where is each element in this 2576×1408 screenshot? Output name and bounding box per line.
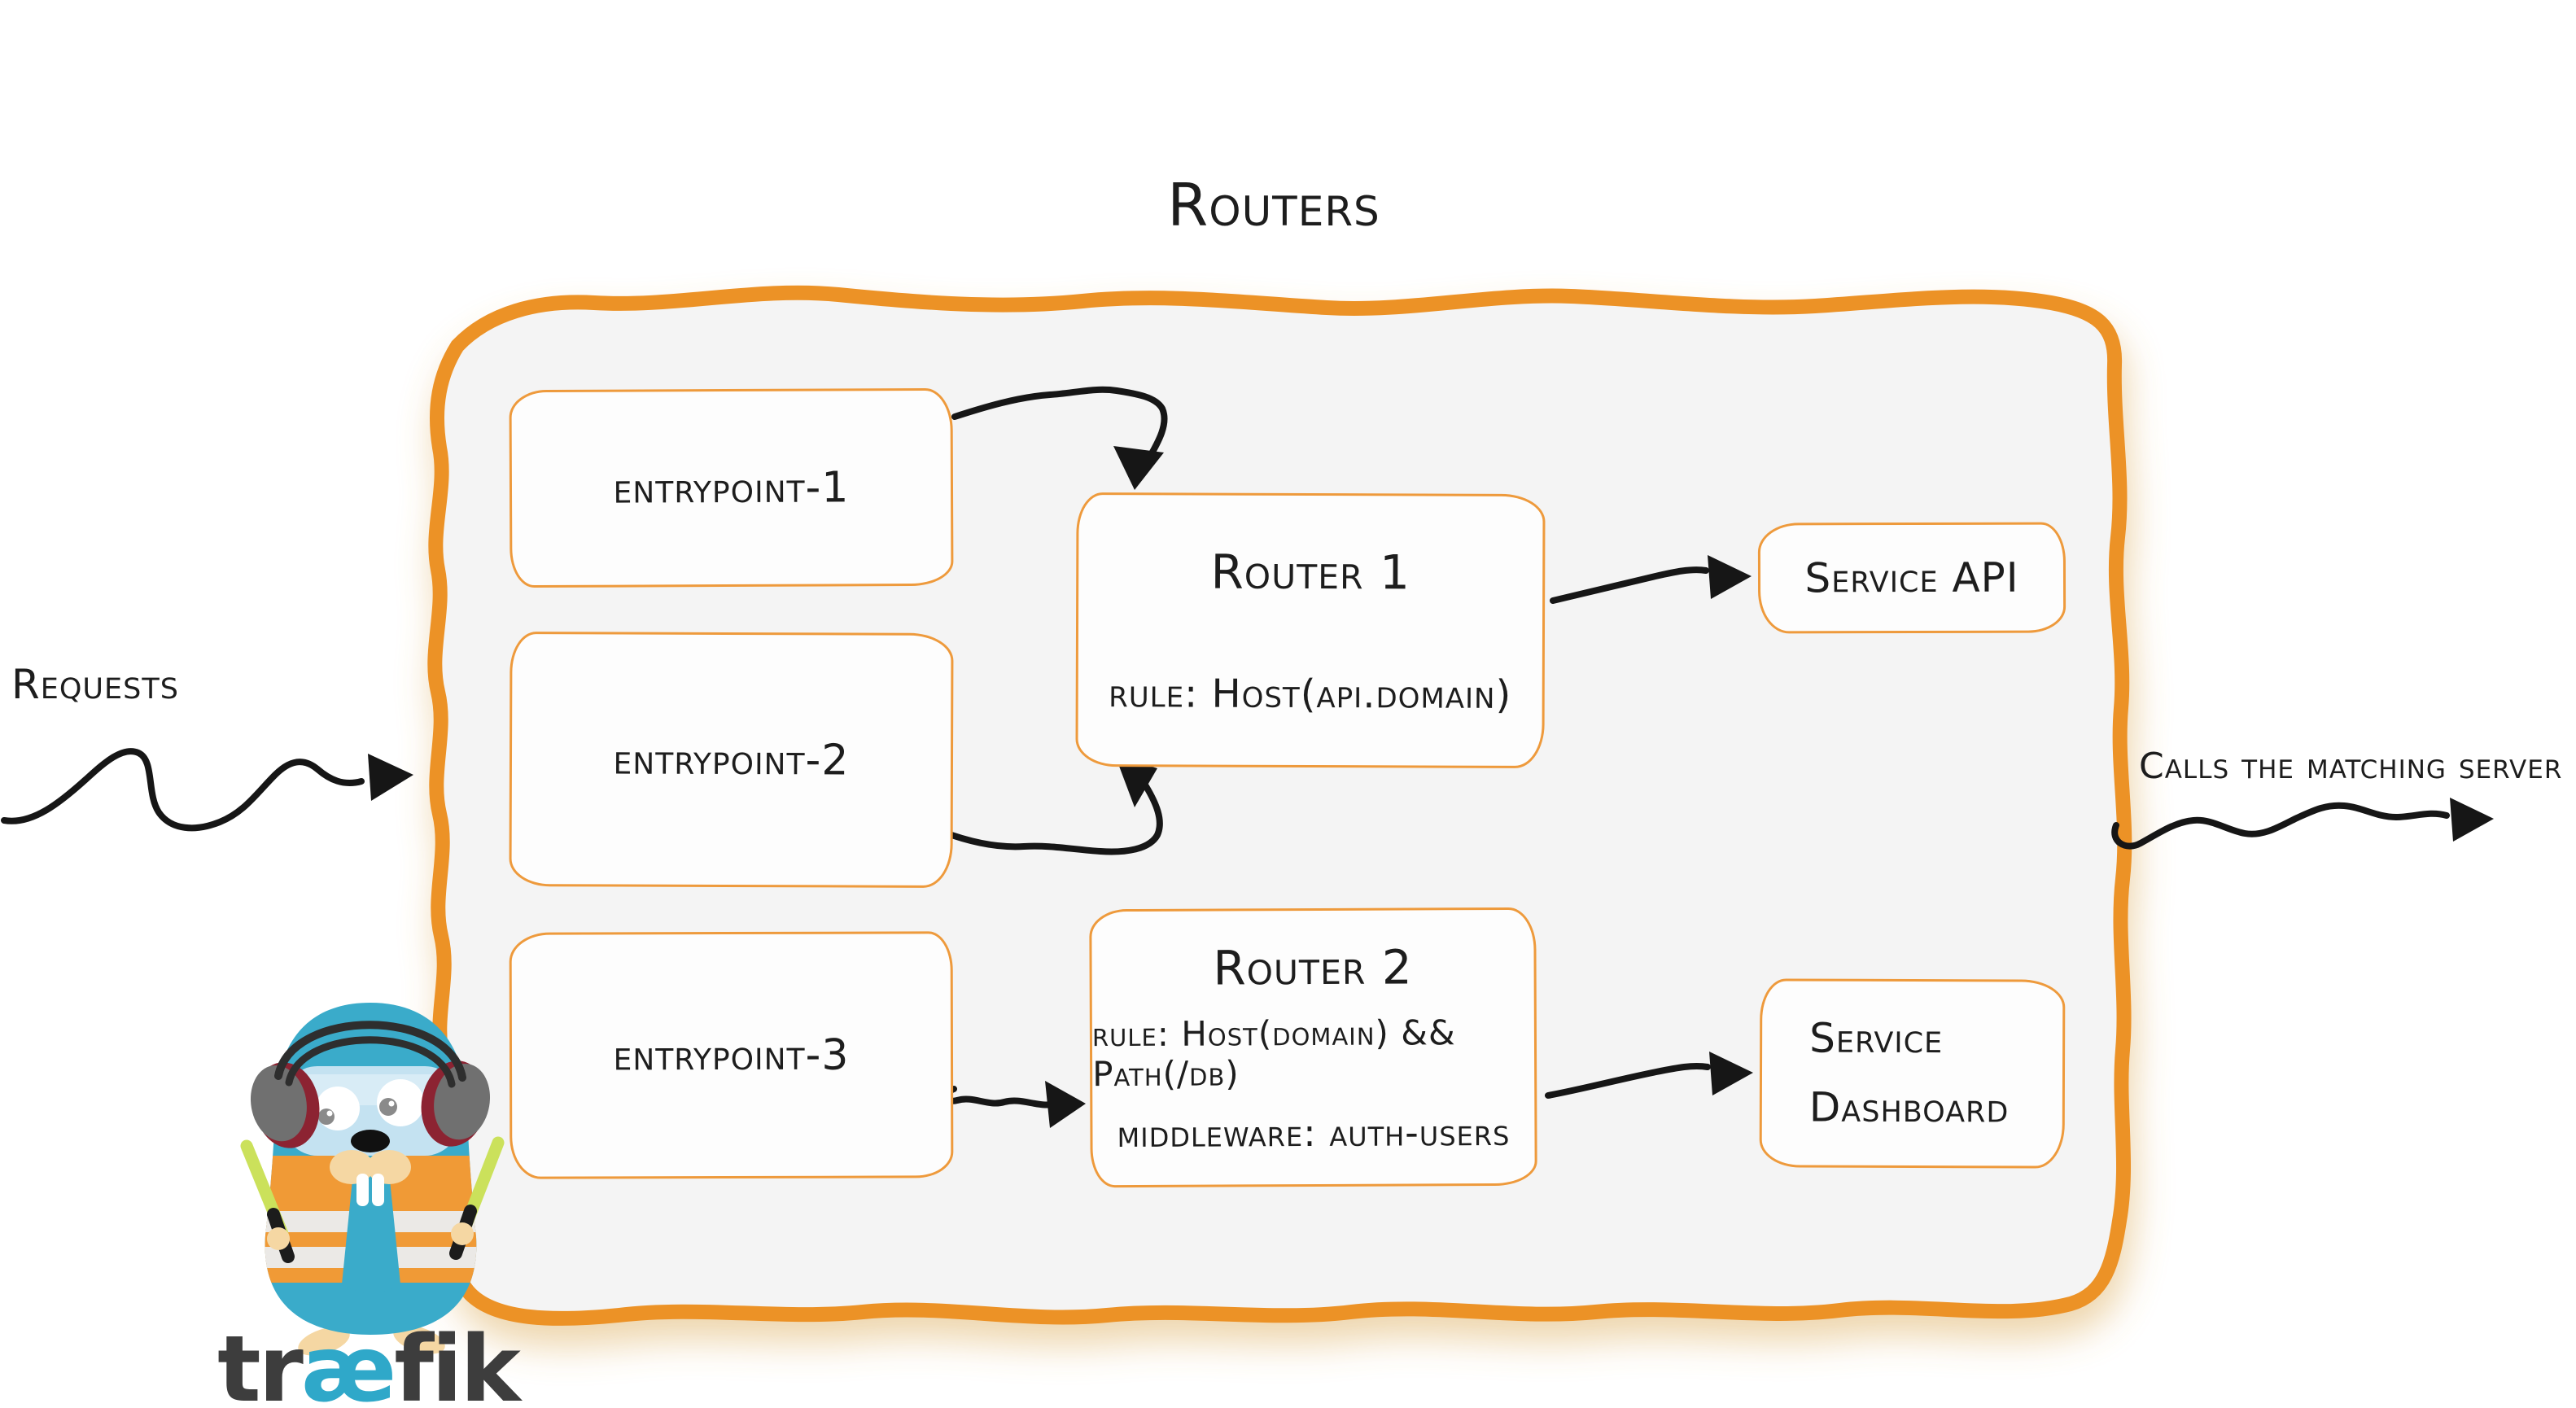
arrowhead-ep2-to-router1 <box>1115 755 1157 807</box>
traefik-gopher-logo <box>240 1003 505 1356</box>
gopher-pupil-right <box>379 1098 397 1116</box>
arrow-ep2-to-router1 <box>939 783 1163 855</box>
service-dashboard-label-line1: Service <box>1809 1014 1944 1063</box>
router-2-middleware: middleware: auth-users <box>1117 1109 1511 1157</box>
arrowhead-ep1-to-router1 <box>1113 446 1164 490</box>
router-1-title: Router 1 <box>1210 544 1411 600</box>
arrowhead-ep3-to-router2 <box>1045 1081 1086 1128</box>
entrypoint-1-label: entrypoint-1 <box>613 462 850 514</box>
arrow-router2-to-dashboard <box>1545 1062 1711 1099</box>
router-1-node: Router 1 rule: Host(api.domain) <box>1075 492 1546 769</box>
gopher-nose <box>351 1130 390 1152</box>
arrow-requests <box>1 748 365 832</box>
entrypoint-1-node: entrypoint-1 <box>509 387 954 588</box>
gopher-headband-inner <box>285 1036 456 1088</box>
gopher-hand-right <box>451 1222 474 1245</box>
arrowheads <box>368 446 2494 1128</box>
service-api-node: Service API <box>1757 522 2066 634</box>
arrowhead-requests <box>368 754 413 801</box>
gopher-pupil-left <box>318 1108 335 1125</box>
router-2-title: Router 2 <box>1213 939 1413 996</box>
arrowhead-router1-to-api <box>1708 555 1752 599</box>
gopher-hand-left <box>267 1227 290 1250</box>
page-title: Routers <box>1167 171 1380 239</box>
entrypoint-3-label: entrypoint-3 <box>613 1030 850 1080</box>
service-api-label: Service API <box>1804 553 2019 602</box>
arrowhead-calls <box>2450 798 2494 842</box>
gopher-earmuff-left <box>250 1062 320 1148</box>
arrow-calls <box>2111 802 2450 850</box>
wordmark-fik: fik <box>394 1317 521 1408</box>
router-1-rule: rule: Host(api.domain) <box>1109 670 1512 718</box>
gopher-foot-right <box>393 1325 445 1354</box>
service-dashboard-label-line2: Dashboard <box>1808 1083 2010 1132</box>
router-2-node: Router 2 rule: Host(domain) && Path(/db)… <box>1089 907 1537 1188</box>
arrowhead-router2-to-dashboard <box>1709 1052 1753 1095</box>
gopher-safety-vest <box>265 1156 477 1293</box>
arrow-router1-to-api <box>1550 566 1709 604</box>
gopher-tooth-left <box>356 1174 369 1206</box>
requests-label: Requests <box>11 661 179 708</box>
entrypoint-2-node: entrypoint-2 <box>509 632 954 888</box>
entrypoint-2-label: entrypoint-2 <box>613 734 850 785</box>
wordmark-ae: æ <box>300 1317 396 1408</box>
service-dashboard-node: Service Dashboard <box>1759 978 2066 1169</box>
gopher-eye-left <box>316 1087 360 1130</box>
calls-matching-server-label: Calls the matching server <box>2139 746 2563 787</box>
gopher-headband-outer <box>274 1021 466 1082</box>
arrow-ep1-to-router1 <box>951 386 1168 464</box>
wordmark-tr: tr <box>217 1317 304 1408</box>
entrypoint-3-node: entrypoint-3 <box>509 931 954 1179</box>
router-2-rule: rule: Host(domain) && Path(/db) <box>1091 1012 1456 1095</box>
traefik-wordmark: træfik <box>205 1317 531 1408</box>
arrows <box>1 386 2450 1108</box>
gopher-tooth-right <box>372 1174 384 1206</box>
gopher-foot-left <box>298 1327 350 1356</box>
